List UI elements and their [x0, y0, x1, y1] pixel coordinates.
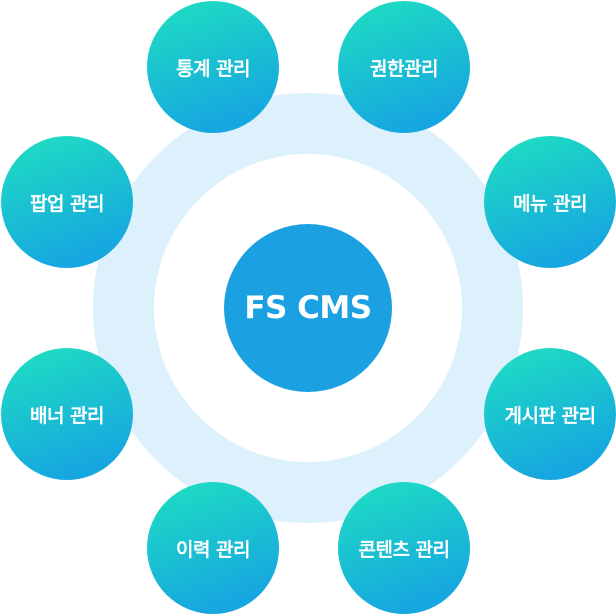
center-hub: FS CMS [224, 224, 392, 392]
node-stats-management[interactable]: 통계 관리 [147, 1, 279, 133]
node-permission-management[interactable]: 권한관리 [338, 1, 470, 133]
node-banner-management[interactable]: 배너 관리 [1, 348, 133, 480]
node-menu-management[interactable]: 메뉴 관리 [484, 136, 616, 268]
node-history-management[interactable]: 이력 관리 [147, 482, 279, 614]
node-board-management[interactable]: 게시판 관리 [484, 348, 616, 480]
node-popup-management[interactable]: 팝업 관리 [1, 136, 133, 268]
node-content-management[interactable]: 콘텐츠 관리 [338, 482, 470, 614]
